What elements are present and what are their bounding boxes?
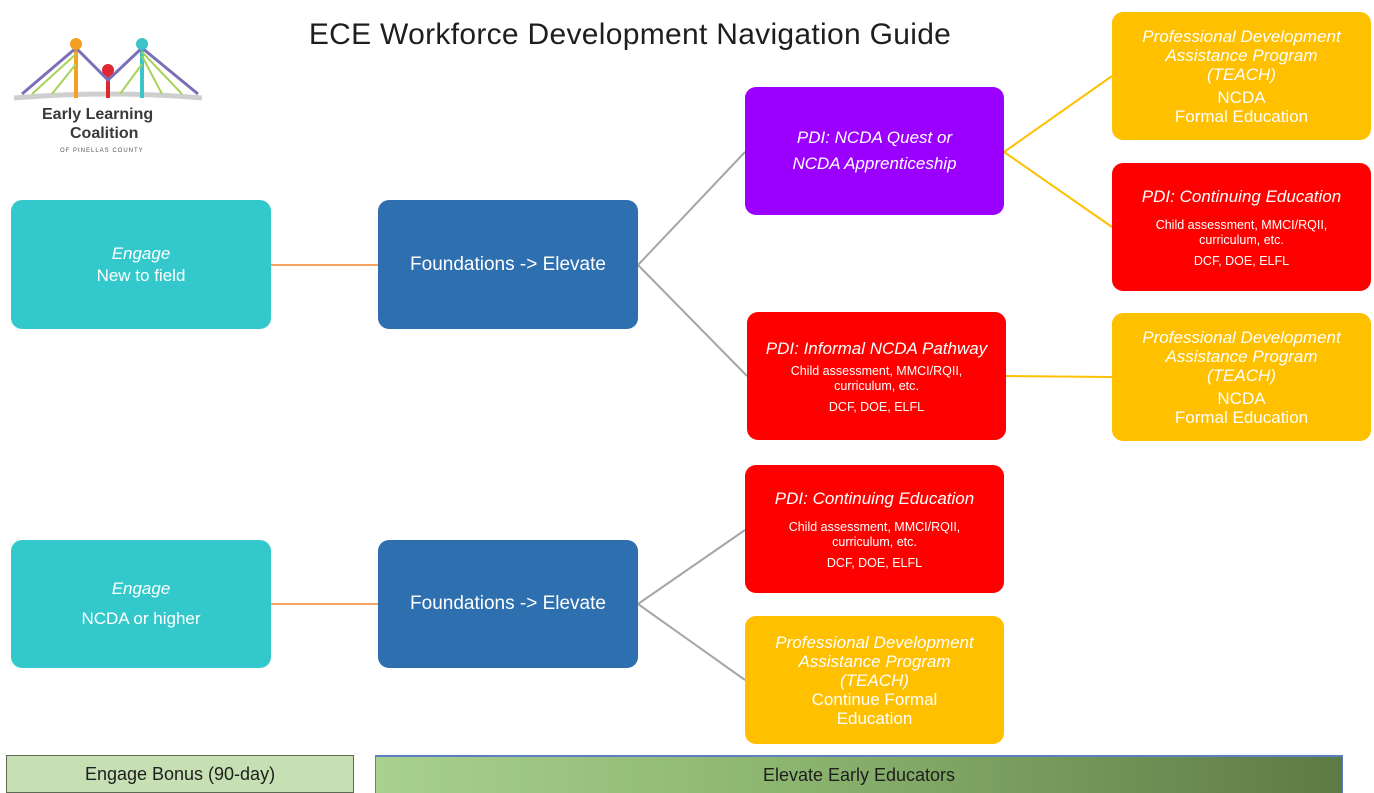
informal-line3: DCF, DOE, ELFL	[828, 399, 925, 414]
teach-mid-title1: Professional Development	[1142, 327, 1341, 347]
cont-ed-line2: curriculum, etc.	[832, 534, 917, 549]
engage-bonus-bar: Engage Bonus (90-day)	[6, 755, 354, 793]
engage-new-to-field-box: Engage New to field	[11, 200, 271, 329]
cont-ed-top-line1: Child assessment, MMCI/RQII,	[1155, 217, 1328, 232]
foundations-elevate-box-1: Foundations -> Elevate	[378, 200, 638, 329]
engage2-sub: NCDA or higher	[81, 609, 201, 628]
logo-line1: Early Learning	[42, 106, 154, 123]
informal-line2: curriculum, etc.	[834, 378, 919, 393]
teach-mid-sub1: NCDA	[1217, 388, 1266, 408]
teach-bottom-title2: Assistance Program	[798, 651, 951, 671]
logo-line3: OF PINELLAS COUNTY	[60, 148, 144, 154]
connector-quest-teach-top	[1003, 75, 1113, 153]
teach-bottom-title3: (TEACH)	[840, 670, 909, 690]
cont-ed-title: PDI: Continuing Education	[774, 488, 975, 508]
teach-box-top: Professional Development Assistance Prog…	[1112, 12, 1371, 140]
cont-ed-top-line2: curriculum, etc.	[1199, 232, 1284, 247]
connector-informal-teach-mid	[1005, 375, 1113, 378]
teach-bottom-sub2: Education	[836, 708, 913, 728]
continuing-education-box-bottom: PDI: Continuing Education Child assessme…	[745, 465, 1004, 593]
engage-sub: New to field	[96, 265, 186, 285]
teach-top-title2: Assistance Program	[1165, 45, 1318, 65]
quest-line1: PDI: NCDA Quest or	[796, 128, 953, 147]
informal-title: PDI: Informal NCDA Pathway	[765, 338, 988, 358]
engage-ncda-or-higher-box: Engage NCDA or higher	[11, 540, 271, 668]
informal-ncda-pathway-box: PDI: Informal NCDA Pathway Child assessm…	[747, 312, 1006, 440]
teach-top-sub1: NCDA	[1217, 87, 1266, 107]
ncda-quest-box: PDI: NCDA Quest or NCDA Apprenticeship	[745, 87, 1004, 215]
cont-ed-line3: DCF, DOE, ELFL	[826, 555, 923, 570]
connector-foundations1-quest	[637, 151, 746, 266]
page-title: ECE Workforce Development Navigation Gui…	[308, 18, 952, 51]
cont-ed-top-line3: DCF, DOE, ELFL	[1193, 253, 1290, 268]
logo-line2: Coalition	[70, 125, 139, 142]
teach-box-bottom: Professional Development Assistance Prog…	[745, 616, 1004, 744]
teach-box-mid: Professional Development Assistance Prog…	[1112, 313, 1371, 441]
foundations-label: Foundations -> Elevate	[410, 253, 606, 275]
continuing-education-box-top: PDI: Continuing Education Child assessme…	[1112, 163, 1371, 291]
teach-mid-sub2: Formal Education	[1174, 407, 1309, 427]
engage2-label: Engage	[111, 579, 171, 598]
teach-bottom-sub1: Continue Formal	[811, 689, 938, 709]
quest-line2: NCDA Apprenticeship	[792, 154, 957, 173]
teach-mid-title3: (TEACH)	[1207, 365, 1276, 385]
foundations2-label: Foundations -> Elevate	[410, 593, 606, 614]
teach-mid-title2: Assistance Program	[1165, 346, 1318, 366]
teach-top-title1: Professional Development	[1142, 26, 1341, 46]
elevate-early-educators-bar: Elevate Early Educators	[375, 755, 1343, 793]
cont-ed-top-title: PDI: Continuing Education	[1141, 186, 1342, 206]
connector-foundations2-cont-ed	[637, 529, 746, 605]
cont-ed-line1: Child assessment, MMCI/RQII,	[788, 519, 961, 534]
teach-top-title3: (TEACH)	[1207, 64, 1276, 84]
connector-quest-cont-ed-top	[1003, 151, 1113, 228]
informal-line1: Child assessment, MMCI/RQII,	[790, 363, 963, 378]
engage-label: Engage	[111, 243, 171, 263]
connector-foundations1-informal	[637, 264, 748, 377]
bridge-logo-icon	[13, 38, 203, 101]
connector-foundations2-teach	[637, 603, 746, 681]
foundations-elevate-box-2: Foundations -> Elevate	[378, 540, 638, 668]
teach-bottom-title1: Professional Development	[775, 632, 974, 652]
teach-top-sub2: Formal Education	[1174, 106, 1309, 126]
coalition-logo: Early Learning Coalition OF PINELLAS COU…	[12, 34, 204, 164]
